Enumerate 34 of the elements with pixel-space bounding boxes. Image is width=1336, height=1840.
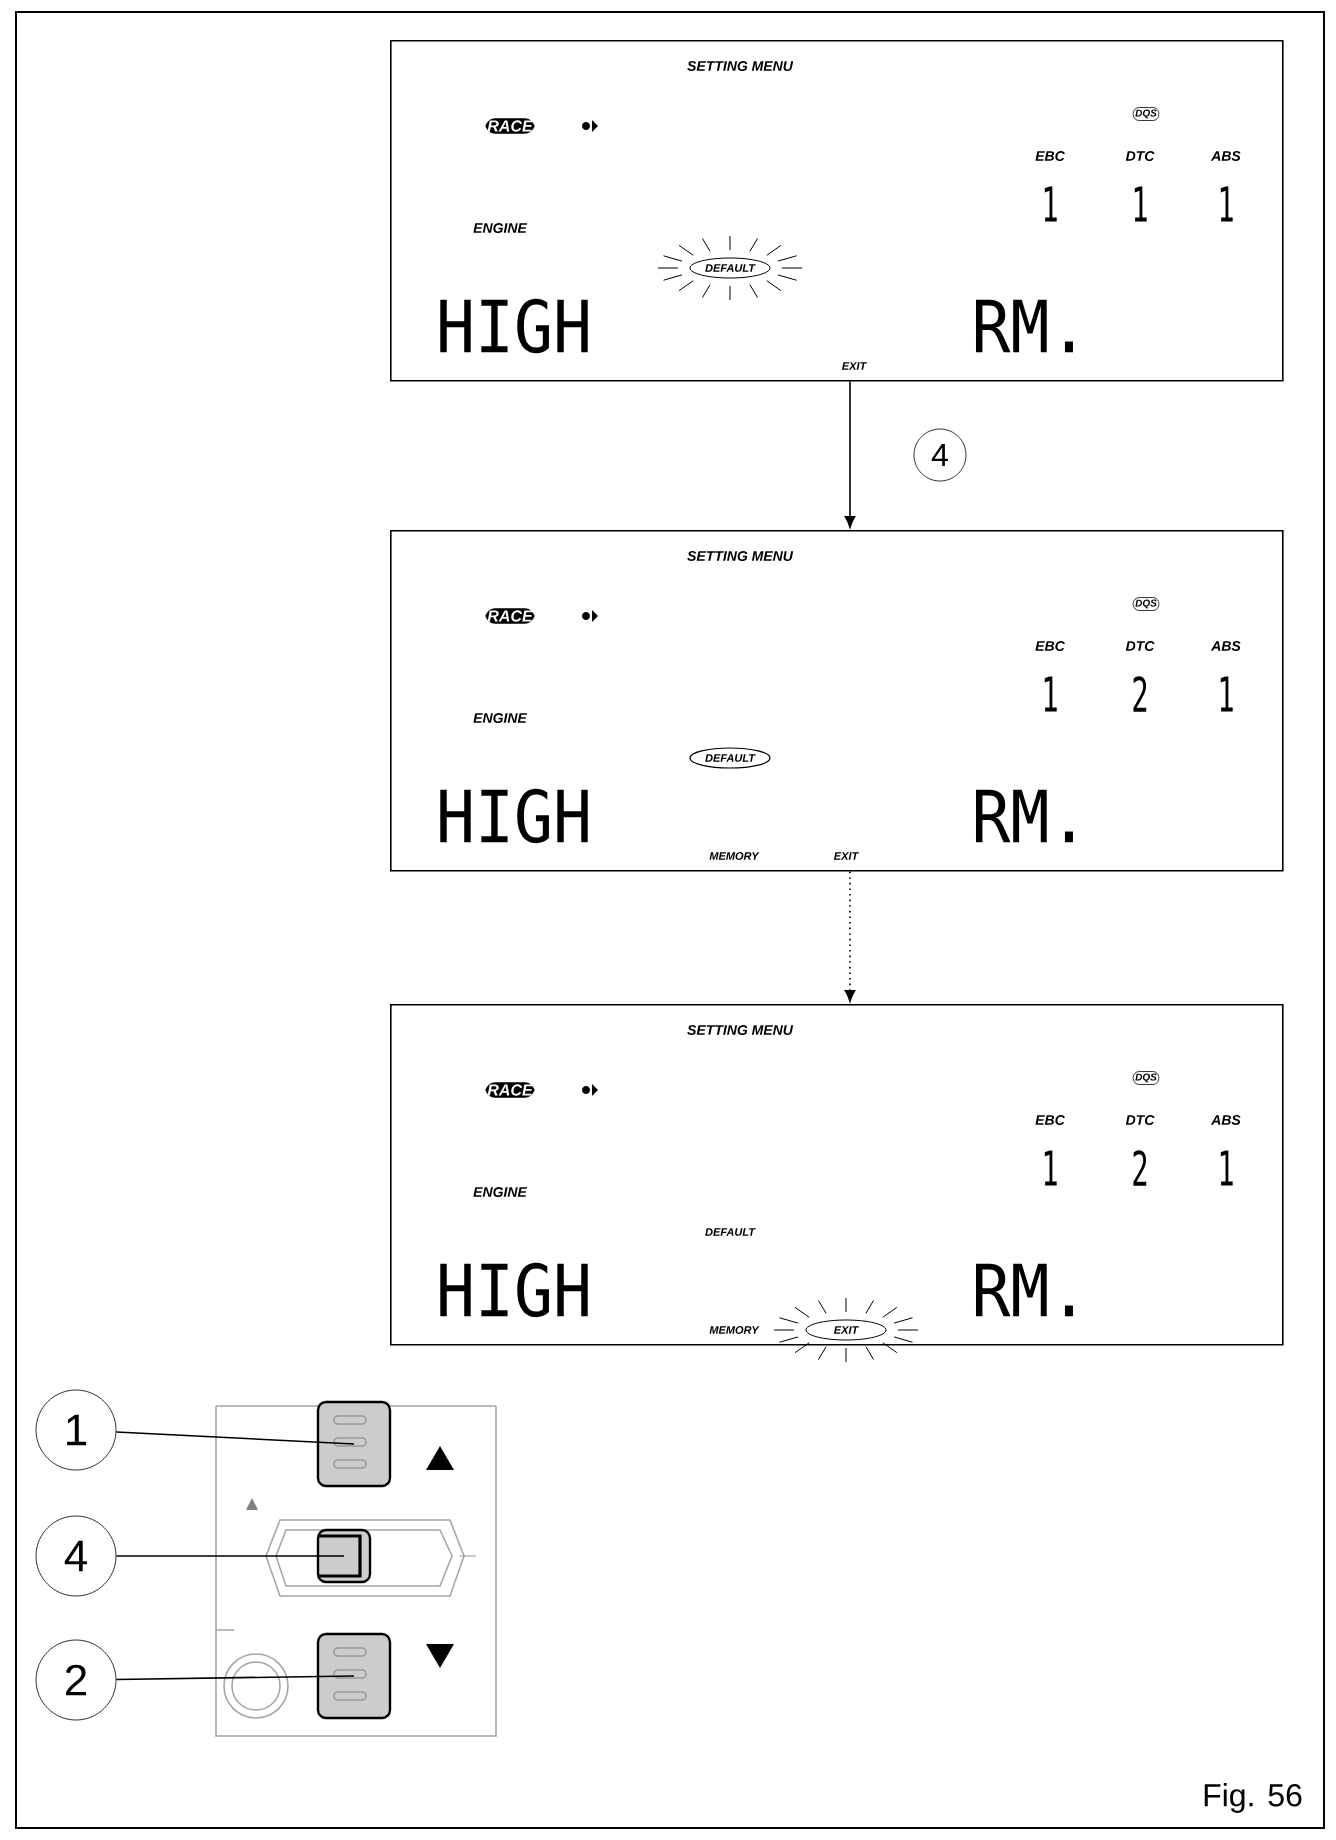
display-screen [390,1004,1284,1363]
segment-text: RM. [976,299,1073,353]
segment-text: RM. [976,1263,1073,1317]
segment-digit: 2 [1133,676,1147,712]
callout-number: 4 [35,1515,117,1597]
segment-digit: 1 [1044,186,1057,222]
arrow [844,380,856,528]
segment-text: RM. [976,789,1073,843]
mode-badge: RACE [485,118,598,134]
display-screen [390,530,1284,872]
leader-line [115,1675,355,1681]
mode-badge: RACE [485,608,598,624]
callout-number: 1 [35,1389,117,1471]
arrow [844,870,856,1002]
edge-label: 4 [913,428,967,482]
segment-digit: 2 [1133,1150,1147,1186]
mode-badge: RACE [485,1082,598,1098]
segment-digit: 1 [1044,1150,1057,1186]
segment-digit: 1 [1134,186,1147,222]
leader-line [115,1431,355,1445]
center-button [316,1528,372,1584]
figure-number: Fig. 56 [1204,1783,1302,1813]
segment-digit: 1 [1220,1150,1233,1186]
segment-text: HIGH [440,788,588,844]
segment-digit: 1 [1220,186,1233,222]
segment-text: HIGH [440,1262,588,1318]
down-button [316,1632,392,1720]
segment-digit: 1 [1044,676,1057,712]
segment-digit: 1 [1220,676,1233,712]
callout-number: 2 [35,1639,117,1721]
display-screen [390,40,1284,382]
up-button [316,1400,392,1488]
segment-text: HIGH [440,298,588,354]
leader-line [115,1555,345,1557]
